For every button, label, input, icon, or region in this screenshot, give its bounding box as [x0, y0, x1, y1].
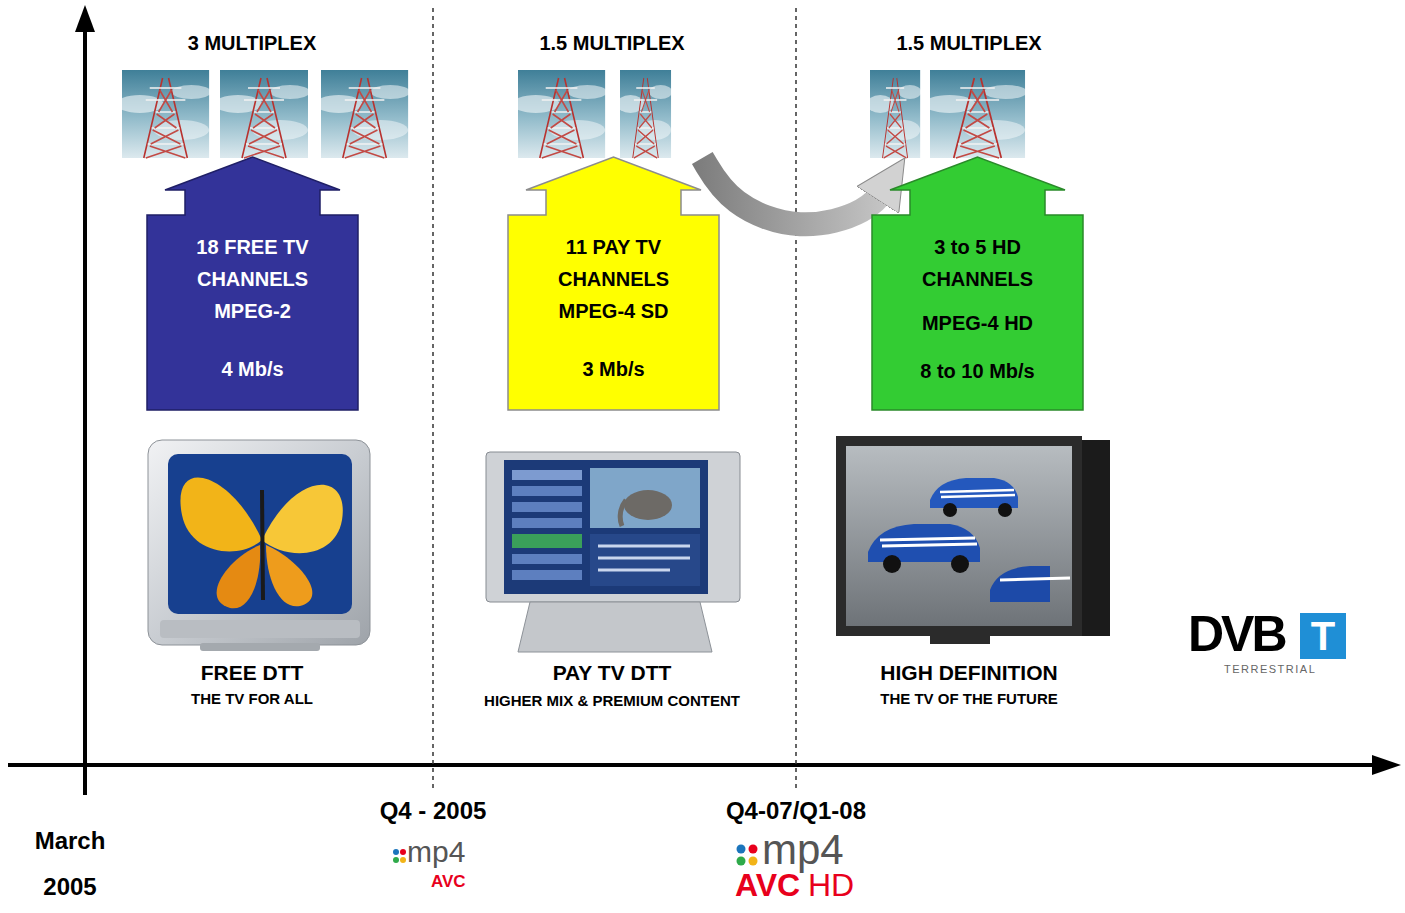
curved-transfer-arrow — [702, 158, 888, 224]
caption-text: THE TV OF THE FUTURE — [819, 688, 1119, 710]
caption-text: THE TV FOR ALL — [102, 688, 402, 710]
flat-panel-television — [486, 452, 740, 652]
node-content: 3 to 5 HD CHANNELS MPEG-4 HD 8 to 10 Mb/s — [872, 157, 1083, 387]
timeline-label: Q4 - 2005 — [333, 796, 533, 826]
node-content: 1.5 MULTIPLEX — [507, 30, 717, 56]
box-text: 11 PAY TV CHANNELS MPEG-4 SD — [526, 231, 701, 327]
arrow-callout-box: 18 FREE TV CHANNELS MPEG-2 4 Mb/s — [147, 157, 358, 410]
multiplex-group: 1.5 MULTIPLEX — [862, 30, 1076, 158]
box-text: 4 Mb/s — [165, 353, 340, 385]
arrow-shape — [508, 157, 719, 410]
hd-television — [836, 436, 1110, 644]
box-text: 8 to 10 Mb/s — [890, 355, 1065, 387]
transmitter-towers — [116, 70, 1027, 158]
timeline-label: HD — [808, 866, 854, 904]
group-heading: 1.5 MULTIPLEX — [880, 30, 1058, 56]
timeline-label: AVC — [431, 872, 466, 892]
arrow-shape — [147, 157, 358, 410]
caption-text: HIGH DEFINITION — [819, 660, 1119, 686]
box-text: 18 FREE TV CHANNELS MPEG-2 — [165, 231, 340, 327]
caption-text: HIGHER MIX & PREMIUM CONTENT — [482, 688, 742, 713]
logo-text: TERRESTRIAL — [1224, 662, 1316, 676]
box-text: 3 to 5 HD CHANNELS — [890, 231, 1065, 295]
node-content: 18 FREE TV CHANNELS MPEG-2 4 Mb/s — [147, 157, 358, 385]
multiplex-group: 3 MULTIPLEX — [104, 30, 400, 158]
group-heading: 1.5 MULTIPLEX — [525, 30, 699, 56]
node-content: 1.5 MULTIPLEX — [862, 30, 1076, 56]
arrow-callout-box: 11 PAY TV CHANNELS MPEG-4 SD 3 Mb/s — [508, 157, 719, 410]
box-text: MPEG-4 HD — [890, 307, 1065, 339]
node-content: 3 MULTIPLEX — [104, 30, 400, 56]
crt-television — [148, 440, 370, 651]
timeline-label: mp4 — [762, 828, 844, 872]
logo-text: DVB — [1188, 606, 1285, 662]
phase-dividers — [433, 8, 796, 790]
caption-text: PAY TV DTT — [462, 660, 762, 686]
timeline-label: March 2005 — [15, 818, 125, 910]
axes — [8, 5, 1401, 795]
group-heading: 3 MULTIPLEX — [122, 30, 382, 56]
box-text: 3 Mb/s — [526, 353, 701, 385]
node-content: 11 PAY TV CHANNELS MPEG-4 SD 3 Mb/s — [508, 157, 719, 385]
arrow-callout-box: 3 to 5 HD CHANNELS MPEG-4 HD 8 to 10 Mb/s — [872, 157, 1083, 410]
timeline-label: Q4-07/Q1-08 — [696, 796, 896, 826]
timeline-label: AVC — [735, 866, 800, 904]
multiplex-group: 1.5 MULTIPLEX — [507, 30, 717, 158]
caption-text: FREE DTT — [102, 660, 402, 686]
timeline-label: mp4 — [407, 836, 465, 868]
logo-text: T — [1300, 613, 1346, 659]
arrow-shape — [872, 157, 1083, 410]
